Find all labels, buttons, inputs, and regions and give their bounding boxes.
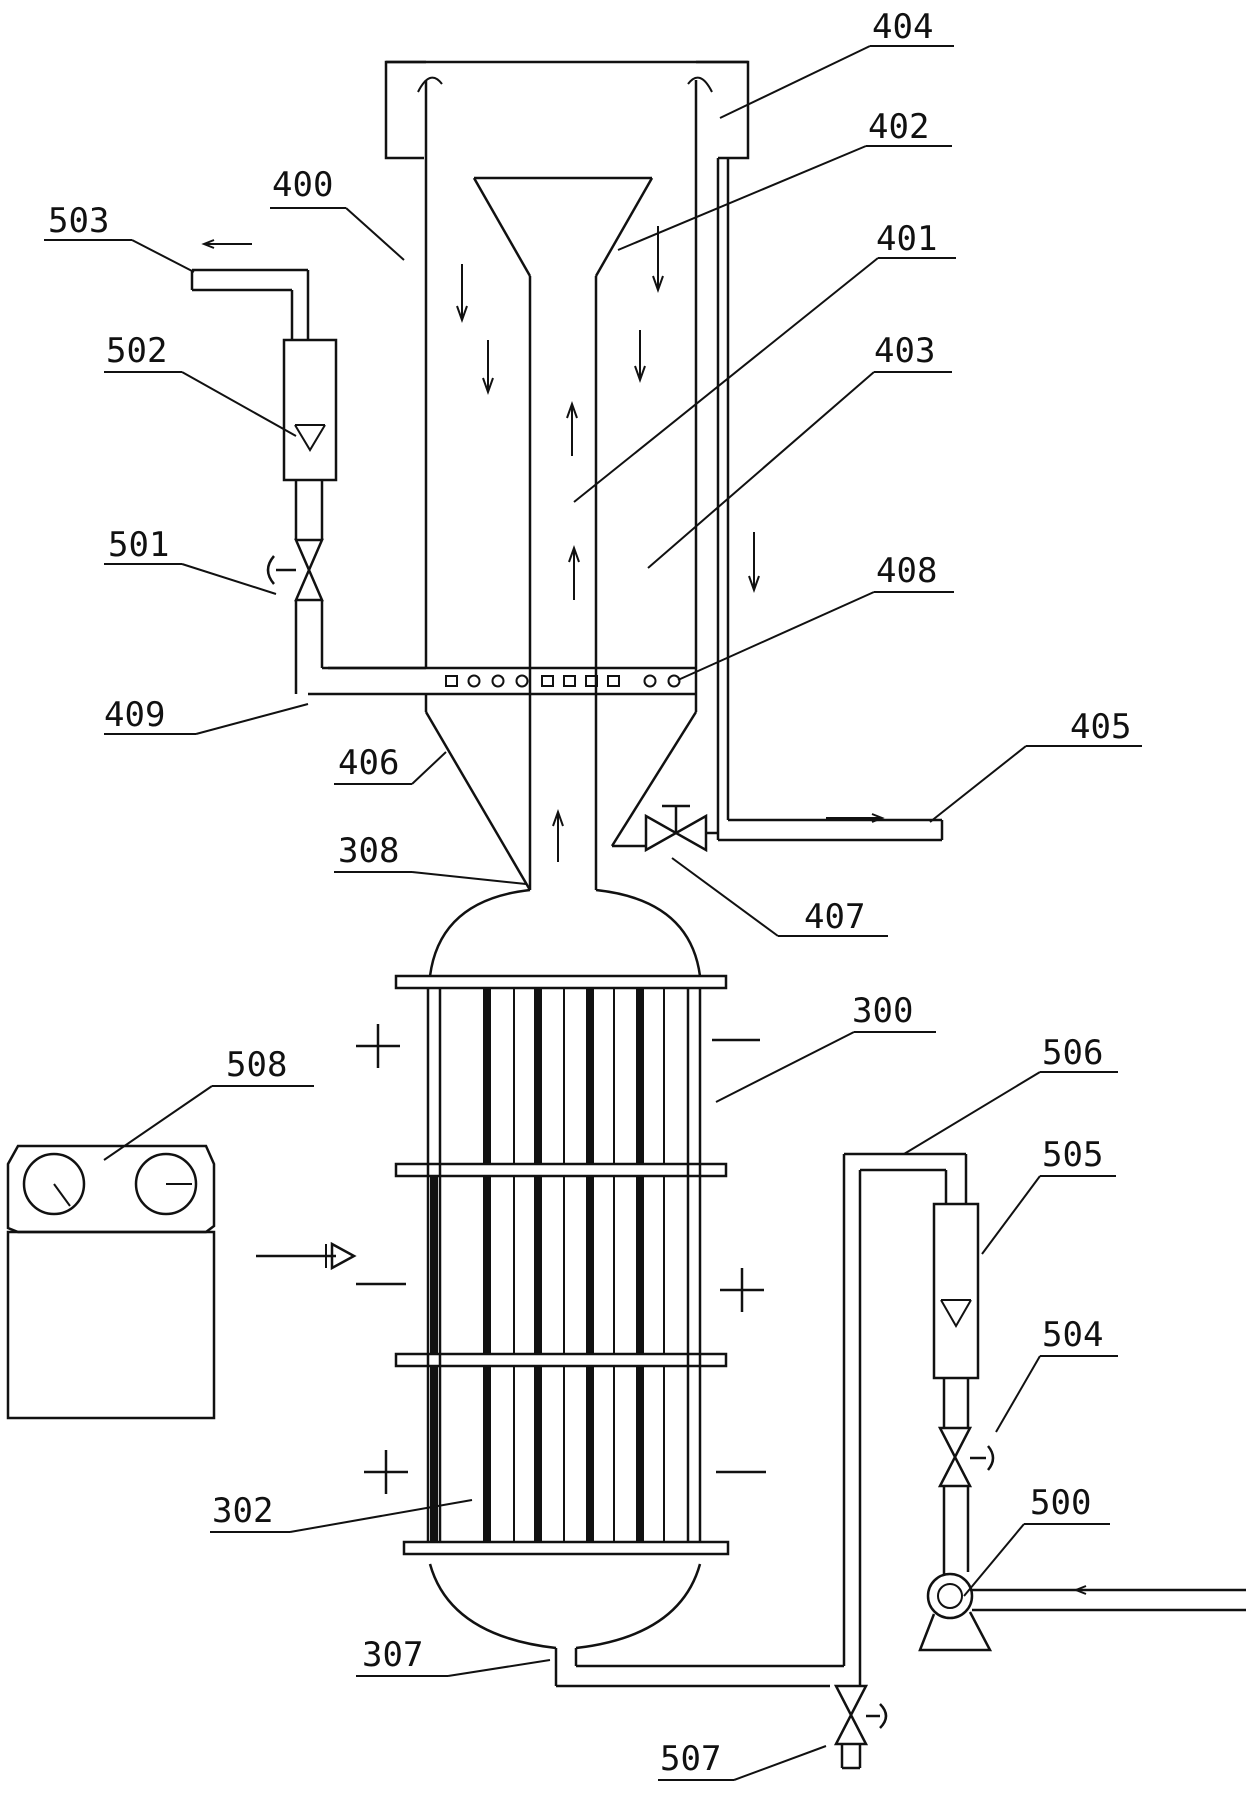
label-505: 505 [1042, 1135, 1103, 1175]
label-504: 504 [1042, 1315, 1103, 1355]
funnel-402 [472, 176, 654, 277]
label-401: 401 [876, 219, 937, 259]
label-403: 403 [874, 331, 935, 371]
label-400: 400 [272, 165, 333, 205]
flow-arrows [201, 226, 1138, 1595]
label-402: 402 [868, 107, 929, 147]
left-outlet-pipeline [190, 268, 426, 694]
distributor-pipe-408 [308, 666, 698, 696]
central-riser-401 [528, 276, 598, 890]
reactor-300 [394, 888, 730, 1686]
label-302: 302 [212, 1491, 273, 1531]
leader-lines [44, 45, 1142, 1781]
label-407: 407 [804, 897, 865, 937]
inlet-pipeline [556, 1152, 1246, 1770]
label-409: 409 [104, 695, 165, 735]
label-500: 500 [1030, 1483, 1091, 1523]
labels: 404 402 400 503 401 403 502 501 408 409 … [48, 7, 1131, 1779]
label-300: 300 [852, 991, 913, 1031]
label-406: 406 [338, 743, 399, 783]
cone-406 [424, 694, 698, 891]
label-404: 404 [872, 7, 933, 47]
label-506: 506 [1042, 1033, 1103, 1073]
plus-sign-bottom-left [364, 1450, 408, 1494]
overflow-outlet-405 [612, 158, 944, 853]
label-307: 307 [362, 1635, 423, 1675]
plus-sign-top-left [356, 1024, 400, 1068]
power-supply-508 [6, 1144, 357, 1420]
overflow-box-404 [384, 60, 750, 160]
plus-sign-mid-right [720, 1268, 764, 1312]
label-405: 405 [1070, 707, 1131, 747]
polarity-signs [356, 1024, 766, 1494]
label-507: 507 [660, 1739, 721, 1779]
label-502: 502 [106, 331, 167, 371]
settling-vessel-400 [424, 80, 720, 840]
label-503: 503 [48, 201, 109, 241]
label-308: 308 [338, 831, 399, 871]
label-508: 508 [226, 1045, 287, 1085]
label-501: 501 [108, 525, 169, 565]
label-408: 408 [876, 551, 937, 591]
